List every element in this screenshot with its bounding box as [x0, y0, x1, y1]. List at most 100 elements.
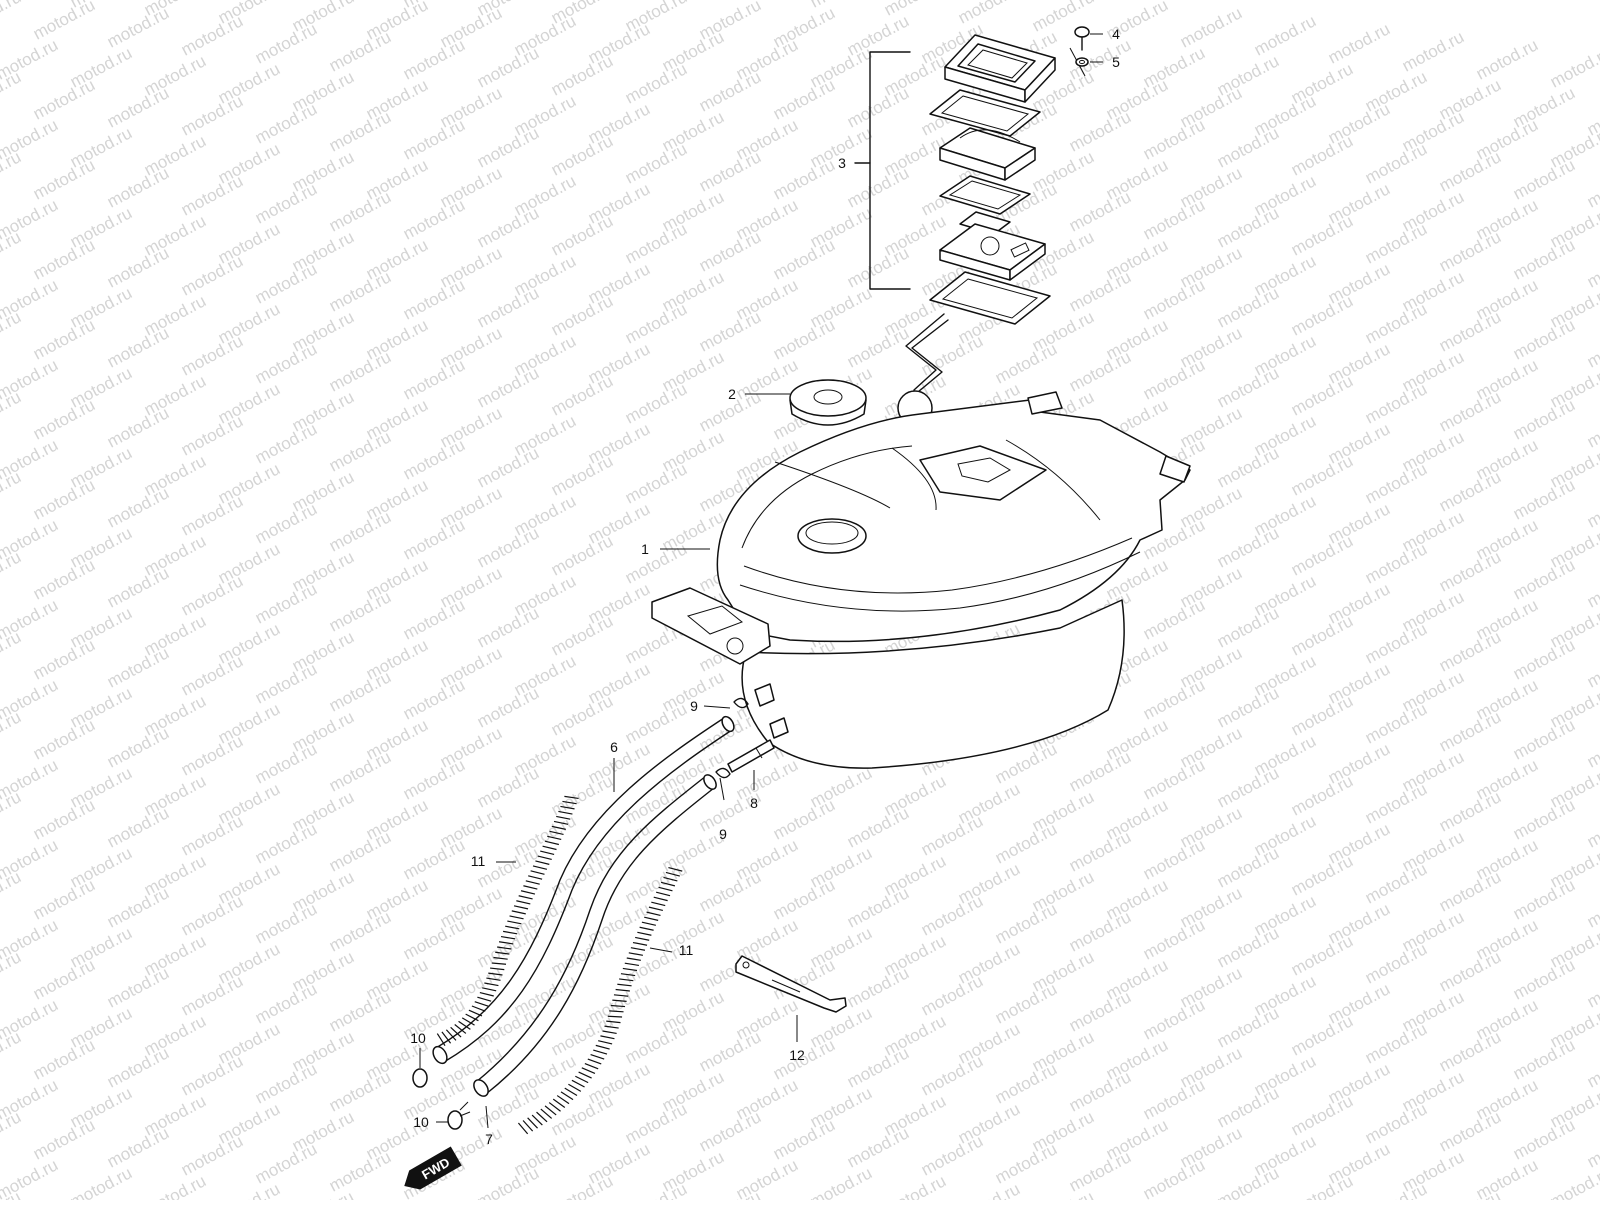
watermark-text: motod.ru [252, 259, 320, 307]
watermark-text: motod.ru [1436, 147, 1504, 195]
watermark-text: motod.ru [622, 539, 690, 587]
watermark-text: motod.ru [252, 1139, 320, 1187]
spring-coil [556, 1095, 570, 1105]
watermark-text: motod.ru [474, 443, 542, 491]
watermark-text: motod.ru [1436, 467, 1504, 515]
watermark-text: motod.ru [696, 1187, 764, 1200]
watermark-text: motod.ru [548, 371, 616, 419]
watermark-text: motod.ru [474, 283, 542, 331]
spring-coil [558, 810, 573, 815]
watermark-text: motod.ru [992, 339, 1060, 387]
watermark-text: motod.ru [104, 323, 172, 371]
watermark-text: motod.ru [622, 1099, 690, 1147]
watermark-text: motod.ru [252, 499, 320, 547]
watermark-text: motod.ru [1214, 203, 1282, 251]
watermark-text: motod.ru [1066, 347, 1134, 395]
spring-coil [531, 1114, 543, 1126]
watermark-text: motod.ru [1436, 1027, 1504, 1075]
spring-coil [436, 1033, 446, 1046]
watermark-text: motod.ru [1510, 315, 1578, 363]
watermark-text: motod.ru [400, 355, 468, 403]
fuel-hose [432, 715, 735, 1065]
watermark-text: motod.ru [30, 1195, 98, 1200]
spring-coil [575, 1075, 589, 1084]
watermark-text: motod.ru [1288, 131, 1356, 179]
spring-coil [600, 1035, 615, 1040]
watermark-text: motod.ru [696, 1107, 764, 1155]
watermark-text: motod.ru [0, 627, 24, 675]
spring-coil [495, 951, 510, 955]
watermark-text: motod.ru [1436, 707, 1504, 755]
watermark-text: motod.ru [1066, 987, 1134, 1035]
spring-coil [568, 1083, 582, 1092]
washer [1075, 57, 1089, 67]
watermark-text: motod.ru [770, 235, 838, 283]
spring-coil [477, 996, 492, 1002]
watermark-text: motod.ru [992, 1139, 1060, 1187]
watermark-text: motod.ru [178, 251, 246, 299]
watermark-text: motod.ru [1140, 275, 1208, 323]
spring-coil [547, 835, 562, 841]
watermark-text: motod.ru [104, 643, 172, 691]
watermark-text: motod.ru [1436, 307, 1504, 355]
watermark-text: motod.ru [1436, 227, 1504, 275]
watermark-text: motod.ru [1140, 595, 1208, 643]
watermark-text: motod.ru [696, 307, 764, 355]
watermark-text: motod.ru [1140, 115, 1208, 163]
watermark-text: motod.ru [844, 963, 912, 1011]
watermark-text: motod.ru [326, 907, 394, 955]
watermark-text: motod.ru [0, 67, 24, 115]
watermark-text: motod.ru [1214, 923, 1282, 971]
spring-coil [571, 1079, 585, 1088]
watermark-text: motod.ru [1214, 1083, 1282, 1131]
watermark-text: motod.ru [400, 195, 468, 243]
spring-coil [651, 901, 666, 907]
spring-coil [646, 911, 661, 916]
watermark-text: motod.ru [252, 1059, 320, 1107]
watermark-text: motod.ru [1325, 19, 1393, 67]
watermark-text: motod.ru [104, 963, 172, 1011]
watermark-text: motod.ru [0, 547, 24, 595]
watermark-text: motod.ru [1214, 603, 1282, 651]
watermark-text: motod.ru [104, 483, 172, 531]
watermark-text: motod.ru [178, 331, 246, 379]
watermark-text: motod.ru [622, 459, 690, 507]
watermark-text: motod.ru [474, 1163, 542, 1200]
watermark-text: motod.ru [1288, 1171, 1356, 1200]
watermark-text: motod.ru [400, 35, 468, 83]
watermark-text: motod.ru [548, 451, 616, 499]
watermark-text: motod.ru [474, 683, 542, 731]
watermark-text: motod.ru [1214, 523, 1282, 571]
spring-coil [620, 973, 636, 977]
watermark-text: motod.ru [807, 1163, 875, 1200]
watermark-text: motod.ru [1362, 859, 1430, 907]
joint-pipe [727, 739, 775, 773]
watermark-text: motod.ru [696, 867, 764, 915]
watermark-text: motod.ru [400, 115, 468, 163]
watermark-text: motod.ru [1510, 635, 1578, 683]
watermark-text: motod.ru [1510, 1195, 1578, 1200]
watermark-text: motod.ru [1288, 1011, 1356, 1059]
spring-coil [513, 905, 529, 910]
watermark-text: motod.ru [1288, 451, 1356, 499]
fuel-tank [651, 391, 1191, 769]
watermark-text: motod.ru [1510, 875, 1578, 923]
watermark-text: motod.ru [881, 1171, 949, 1200]
spring-coil [509, 915, 524, 920]
watermark-text: motod.ru [622, 1019, 690, 1067]
watermark-text: motod.ru [1510, 955, 1578, 1003]
watermark-text: motod.ru [252, 19, 320, 67]
spring-coil [660, 881, 676, 887]
watermark-text: motod.ru [1288, 691, 1356, 739]
watermark-text: motod.ru [0, 147, 24, 195]
watermark-text: motod.ru [622, 139, 690, 187]
spring-coil [540, 850, 555, 856]
watermark-text: motod.ru [770, 315, 838, 363]
watermark-text: motod.ru [1214, 443, 1282, 491]
spring-coil [520, 890, 536, 895]
spring-coil [553, 820, 569, 825]
watermark-text: motod.ru [1066, 267, 1134, 315]
watermark-text: motod.ru [289, 1187, 357, 1200]
spring-coil [613, 994, 629, 997]
watermark-text: motod.ru [1584, 163, 1600, 211]
